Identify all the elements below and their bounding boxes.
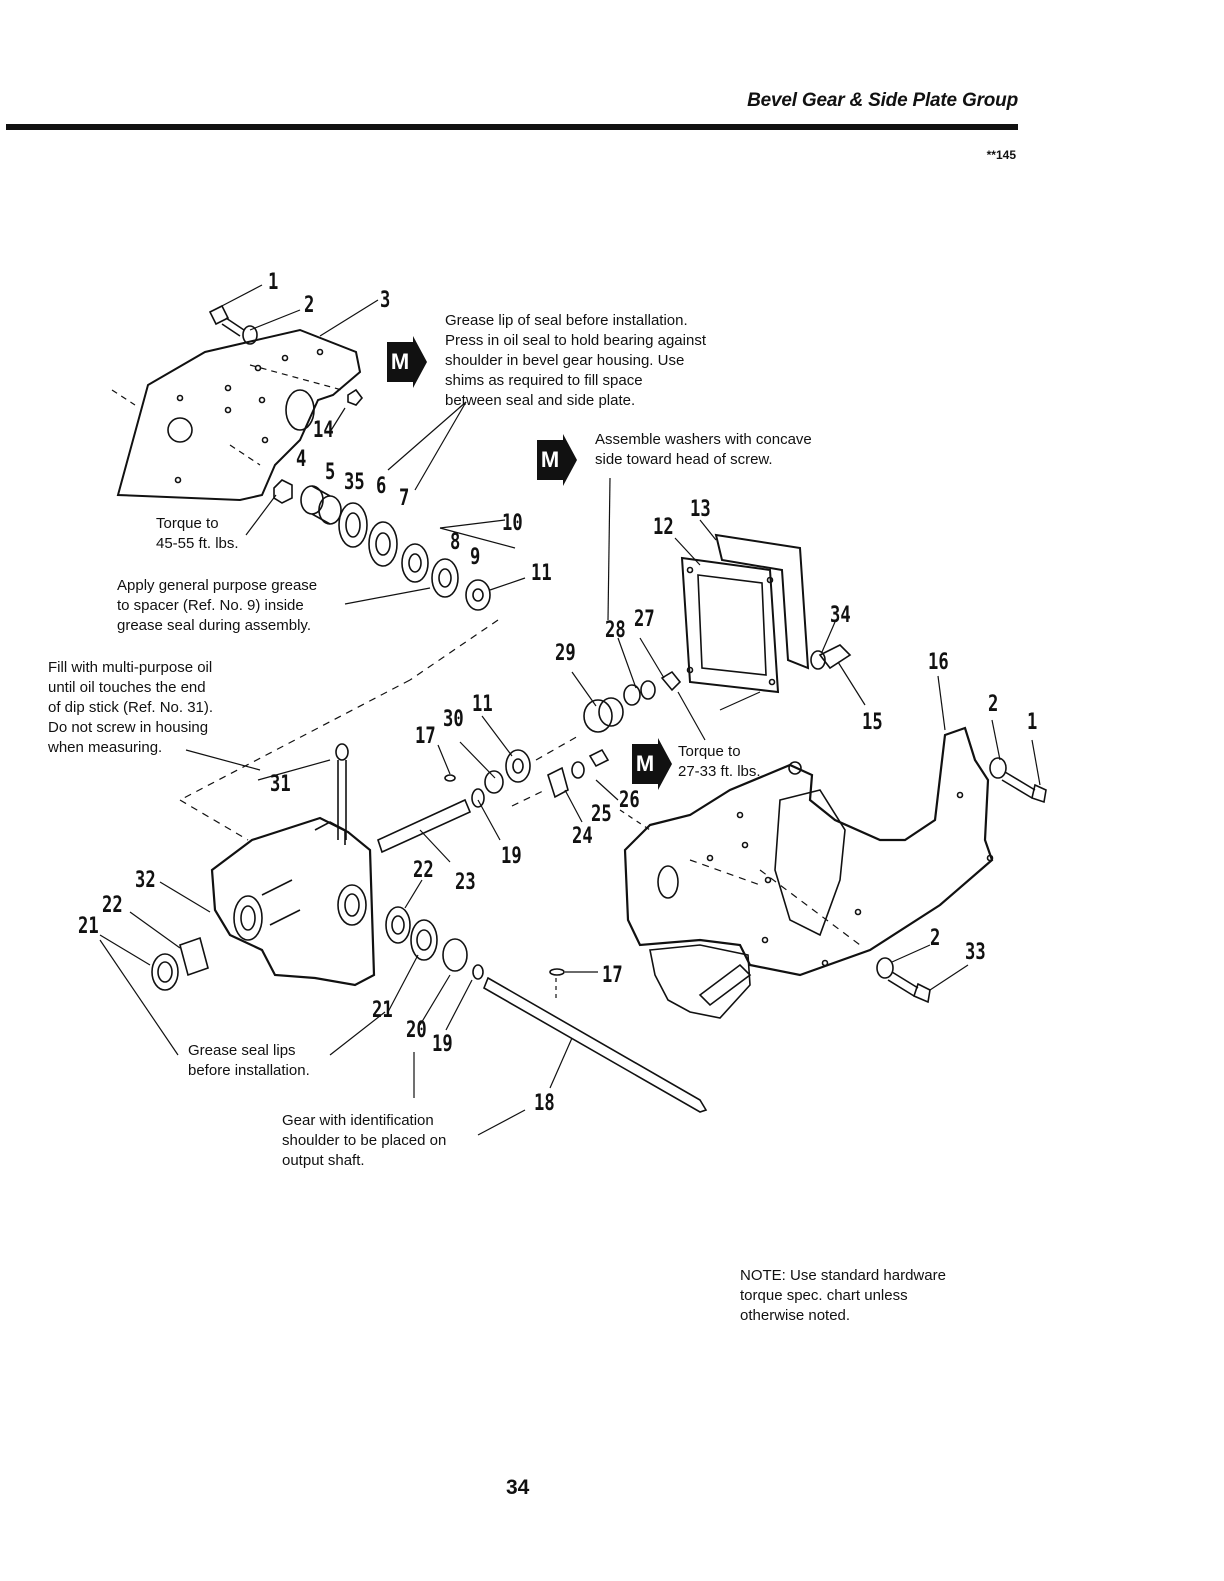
callout-8: 8: [450, 530, 461, 555]
left-side-plate: [116, 328, 362, 502]
page-header-title: Bevel Gear & Side Plate Group: [747, 90, 1018, 111]
bevel-gear-housing: [151, 743, 376, 991]
note-fill-oil: Fill with multi-purpose oil until oil to…: [48, 659, 214, 756]
callout-29: 29: [555, 641, 576, 666]
callout-13: 13: [690, 497, 711, 522]
leader-lines: [99, 284, 1041, 1136]
note-gear-identification: Gear with identification shoulder to be …: [282, 1112, 447, 1169]
callout-21-lower: 21: [372, 998, 393, 1023]
callout-27: 27: [634, 607, 655, 632]
callout-6: 6: [376, 474, 387, 499]
callout-22: 22: [413, 858, 434, 883]
callout-1-right: 1: [1027, 710, 1038, 735]
note-torque-27-33: Torque to 27-33 ft. lbs.: [678, 743, 761, 780]
callout-7: 7: [399, 486, 410, 511]
callout-21: 21: [78, 914, 99, 939]
page-code: **145: [986, 148, 1016, 162]
callout-28: 28: [605, 618, 626, 643]
callout-32: 32: [135, 868, 156, 893]
callout-10: 10: [502, 511, 523, 536]
callout-12: 12: [653, 515, 674, 540]
callout-11-lower: 11: [472, 692, 493, 717]
callout-9: 9: [470, 545, 481, 570]
callout-24: 24: [572, 824, 593, 849]
callout-30: 30: [443, 707, 464, 732]
callout-15: 15: [862, 710, 883, 735]
note-grease-seal-lips: Grease seal lips before installation.: [188, 1042, 310, 1079]
callout-20: 20: [406, 1018, 427, 1043]
callout-5: 5: [325, 460, 336, 485]
note-grease-lip-seal: Grease lip of seal before installation. …: [445, 312, 706, 409]
bolts-right: [876, 757, 1047, 1004]
page-number: 34: [506, 1476, 530, 1499]
right-side-plate: [623, 726, 994, 1019]
callout-23: 23: [455, 870, 476, 895]
callout-17-lower: 17: [602, 963, 623, 988]
callout-14: 14: [313, 418, 334, 443]
callout-33: 33: [965, 940, 986, 965]
callout-2: 2: [304, 293, 315, 318]
callout-25: 25: [591, 802, 612, 827]
note-apply-grease-spacer: Apply general purpose grease to spacer (…: [117, 577, 318, 634]
gasket-and-cover: [680, 533, 810, 694]
callout-34: 34: [830, 603, 851, 628]
callout-4: 4: [296, 447, 307, 472]
callout-17: 17: [415, 724, 436, 749]
note-standard-hardware: NOTE: Use standard hardware torque spec.…: [740, 1267, 946, 1324]
callout-11: 11: [531, 561, 552, 586]
shafts-and-gears: [377, 748, 708, 1113]
small-hardware-upper: [583, 644, 852, 733]
callout-19: 19: [501, 844, 522, 869]
callout-22-left: 22: [102, 893, 123, 918]
note-assemble-washers: Assemble washers with concave side towar…: [595, 431, 812, 468]
callout-19-lower: 19: [432, 1032, 453, 1057]
callout-26: 26: [619, 788, 640, 813]
callout-18: 18: [534, 1091, 555, 1116]
header-rule: [6, 124, 1018, 130]
callout-1: 1: [268, 270, 279, 295]
callout-16: 16: [928, 650, 949, 675]
callout-3: 3: [380, 288, 391, 313]
callout-2-lower: 2: [930, 926, 941, 951]
seal-bearing-stack: [273, 479, 491, 611]
callout-31: 31: [270, 772, 291, 797]
note-torque-45-55: Torque to 45-55 ft. lbs.: [156, 515, 239, 552]
callout-2-right: 2: [988, 692, 999, 717]
callout-35: 35: [344, 470, 365, 495]
